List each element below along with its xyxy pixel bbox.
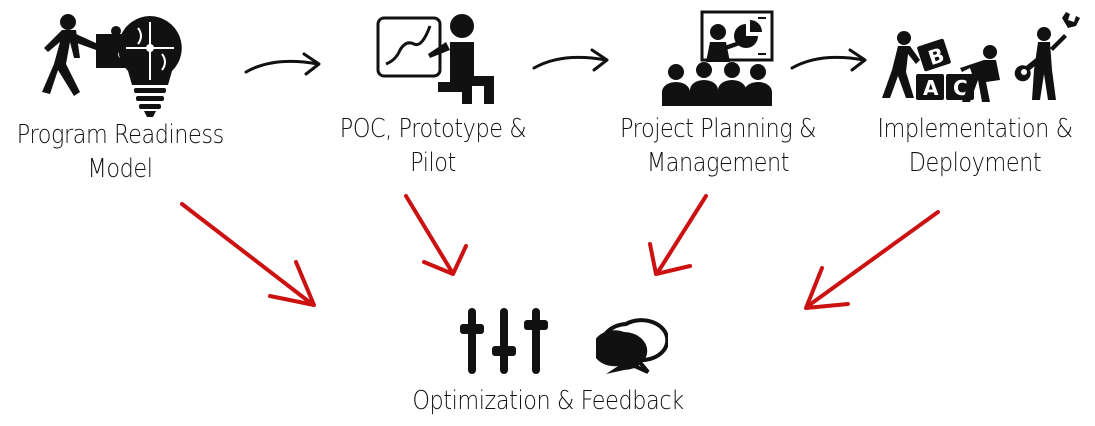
- block-letter-b: B: [925, 43, 947, 71]
- step-label-project-planning: Project Planning & Management: [615, 112, 821, 180]
- puzzle-lightbulb-icon: [40, 8, 190, 118]
- step-label-poc-prototype: POC, Prototype & Pilot: [334, 112, 532, 180]
- arrow-step3-to-step4-icon: [790, 48, 867, 72]
- builders-blocks-icon: B A C: [880, 8, 1085, 108]
- step-label-implementation: Implementation & Deployment: [876, 112, 1074, 180]
- step-label-line: Deployment: [908, 148, 1042, 178]
- step-label-program-readiness: Program Readiness Model: [16, 118, 224, 186]
- step-label-line: Implementation &: [877, 114, 1073, 144]
- red-arrow-from-step4: [804, 210, 940, 310]
- step-label-line: Pilot: [410, 148, 456, 178]
- step-label-line: POC, Prototype &: [339, 114, 527, 144]
- person-drawing-chart-icon: [374, 12, 504, 112]
- red-arrow-from-step3: [648, 194, 708, 276]
- red-arrow-from-step2: [404, 194, 468, 276]
- chat-bubbles-icon: [596, 316, 668, 376]
- block-letter-a: A: [923, 76, 939, 100]
- red-arrow-from-step1: [180, 202, 316, 307]
- step-label-line: Management: [646, 148, 790, 178]
- step-label-line: Model: [87, 154, 153, 184]
- presentation-audience-icon: [658, 10, 778, 110]
- step-label-line: Project Planning &: [620, 114, 816, 144]
- block-letter-c: C: [953, 76, 968, 100]
- goal-label: Optimization & Feedback: [412, 386, 684, 416]
- sliders-icon: [458, 306, 550, 376]
- arrow-step2-to-step3-icon: [532, 48, 609, 72]
- arrow-step1-to-step2-icon: [244, 52, 321, 76]
- step-label-line: Program Readiness: [16, 120, 224, 150]
